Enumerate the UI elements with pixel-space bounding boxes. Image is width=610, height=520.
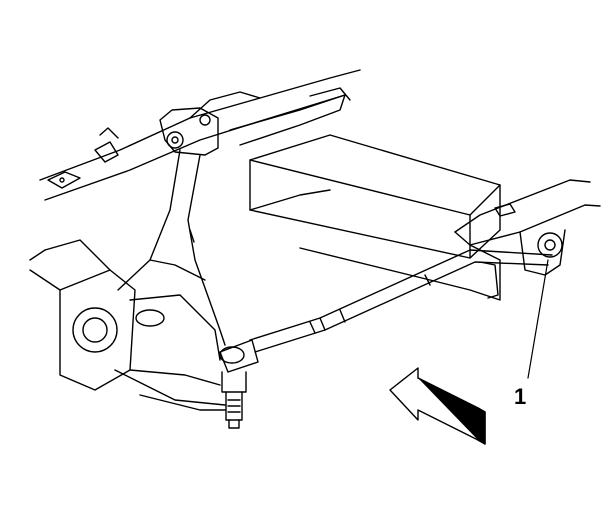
arrow-left-down-icon xyxy=(389,367,486,445)
callout-1-label: 1 xyxy=(514,384,527,409)
tie-rod xyxy=(249,249,553,353)
right-frame-rail xyxy=(454,179,601,299)
control-arm xyxy=(117,107,226,346)
callout-1-leader xyxy=(527,259,549,379)
frame-rail xyxy=(39,69,361,201)
crossmember xyxy=(249,134,501,301)
lower-control-arm xyxy=(29,239,226,411)
tie-rod-end xyxy=(219,339,259,429)
